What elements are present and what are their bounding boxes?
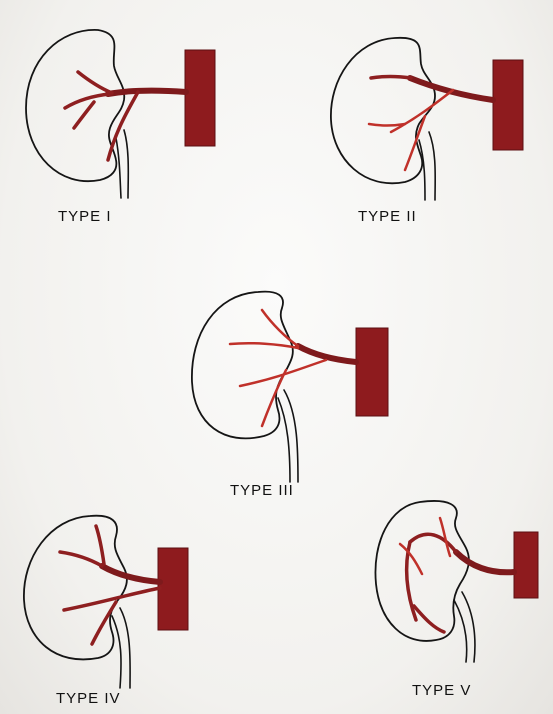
artery-branch <box>240 360 326 386</box>
type-4-diagram <box>20 510 220 690</box>
figure-label: TYPE I <box>58 208 112 225</box>
type-5-diagram <box>370 496 540 666</box>
ureter-right-line <box>284 390 298 482</box>
artery-branch <box>230 343 298 348</box>
artery-branch <box>371 77 411 79</box>
artery-branch <box>92 602 116 644</box>
ureter-right-line <box>429 132 435 200</box>
artery-branch <box>65 94 110 108</box>
ureter-left-line <box>112 616 121 688</box>
main-renal-artery <box>102 566 160 582</box>
ureter-left-line <box>454 600 467 662</box>
ureter-right-line <box>120 608 130 688</box>
kidney-outline <box>331 38 435 183</box>
type-2-diagram <box>325 20 535 200</box>
main-renal-artery <box>456 552 514 572</box>
aorta <box>158 548 188 630</box>
kidney-outline <box>24 516 127 660</box>
figure-label: TYPE IV <box>56 690 121 707</box>
main-renal-artery <box>410 78 493 100</box>
aorta <box>185 50 215 146</box>
kidney-outline <box>375 501 468 641</box>
type-3-svg <box>186 286 396 482</box>
type-1-svg <box>20 20 220 200</box>
artery-branch <box>78 72 112 93</box>
type-4-svg <box>20 510 220 690</box>
ureter-left-line <box>278 398 290 482</box>
aorta <box>493 60 523 150</box>
artery-branch <box>96 526 104 564</box>
main-renal-artery <box>108 91 186 94</box>
figure-label: TYPE II <box>358 208 417 225</box>
artery-branch <box>369 124 405 126</box>
type-2-svg <box>325 20 535 200</box>
artery-branch <box>414 606 444 632</box>
type-5-svg <box>370 496 540 666</box>
aorta <box>356 328 388 416</box>
figure-label: TYPE V <box>412 682 471 699</box>
type-1-diagram <box>20 20 220 200</box>
artery-branch <box>74 102 94 128</box>
artery-branch <box>400 544 422 574</box>
artery-branch <box>60 552 102 566</box>
kidney-outline <box>192 292 293 439</box>
ureter-right-line <box>124 130 128 198</box>
aorta <box>514 532 538 598</box>
figure-label: TYPE III <box>230 482 294 499</box>
type-3-diagram <box>186 286 396 482</box>
ureter-left-line <box>116 138 121 198</box>
